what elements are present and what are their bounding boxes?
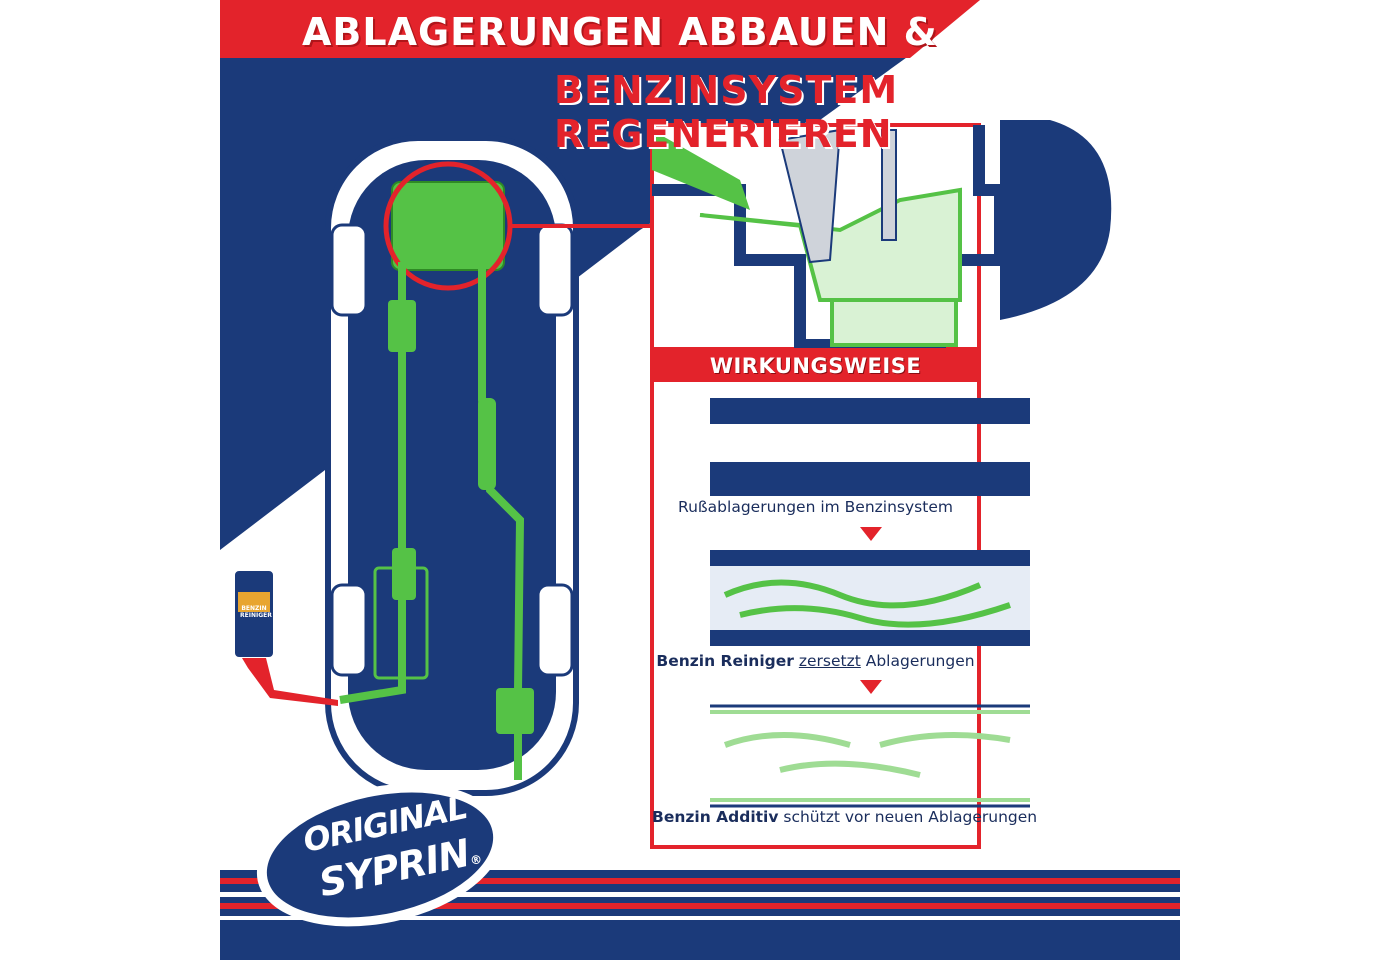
arrow-down-2 <box>860 680 882 694</box>
step-2-caption-bold: Benzin Reiniger <box>656 652 794 670</box>
car-illustration <box>325 135 652 796</box>
panel-title: WIRKUNGSWEISE <box>652 350 979 382</box>
product-bottle <box>233 569 338 706</box>
clean-system-illustration <box>710 704 1030 808</box>
step-3-caption-bold: Benzin Additiv <box>652 808 779 826</box>
engine-block <box>391 181 505 271</box>
muffler <box>478 398 496 490</box>
step-2-caption-rest: Ablagerungen <box>865 652 975 670</box>
product-label-1: BENZIN <box>241 605 267 612</box>
infographic-artwork <box>220 0 1180 960</box>
red-banner <box>220 0 980 58</box>
headline-line-1: ABLAGERUNGEN ABBAUEN & <box>302 10 938 54</box>
infographic-stage: ABLAGERUNGEN ABBAUEN & BENZINSYSTEM REGE… <box>220 0 1180 960</box>
wheel-front-right <box>536 223 574 317</box>
headline-line-2: BENZINSYSTEM REGENERIEREN <box>554 68 899 156</box>
step-3-caption-rest: schützt vor neuen Ablagerungen <box>783 808 1038 826</box>
deposit-illustration-cleaning <box>710 550 1030 646</box>
arrow-down-1 <box>860 527 882 541</box>
product-label-2: REINIGER <box>240 612 272 619</box>
injector <box>652 130 750 210</box>
syprin-logo <box>256 783 504 927</box>
navy-arc <box>1000 120 1112 320</box>
valve <box>778 128 842 264</box>
step-3-caption: Benzin Additiv schützt vor neuen Ablager… <box>652 808 1037 826</box>
step-2-caption-underline: zersetzt <box>798 652 861 670</box>
fuel-filter <box>388 300 416 352</box>
spark-plug <box>881 129 897 241</box>
wheel-rear-left <box>330 583 368 677</box>
wheel-front-left <box>330 223 368 317</box>
step-2-caption: Benzin Reiniger zersetzt Ablagerungen <box>652 652 979 670</box>
engine-cross-section <box>650 123 1006 351</box>
product-label: BENZIN REINIGER <box>240 605 272 619</box>
step-1-caption: Rußablagerungen im Benzinsystem <box>652 498 979 516</box>
deposit-illustration-before <box>710 398 1030 496</box>
step-1-caption-text: Rußablagerungen im Benzinsystem <box>678 498 953 516</box>
wheel-rear-right <box>536 583 574 677</box>
catalytic-converter <box>496 688 534 734</box>
